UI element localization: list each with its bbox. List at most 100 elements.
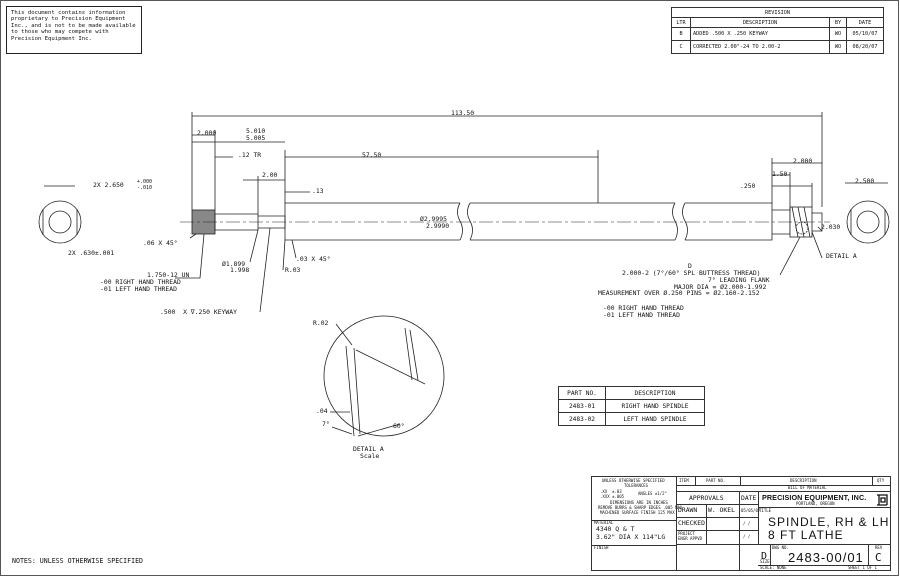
leader-2030 <box>817 226 823 232</box>
tb-material1: 4340 Q & T <box>596 525 635 533</box>
dim-dia1899-label: Ø1.899 <box>222 260 246 268</box>
tb-title2: 8 FT LATHE <box>768 528 844 542</box>
tb-dims-in: DIMENSIONS ARE IN INCHES <box>610 500 668 505</box>
tb-dwgno: 2483-00/01 <box>788 550 864 565</box>
tb-tol1: .XX ±.03 <box>600 489 622 494</box>
tb-finish-label: FINISH <box>594 545 609 550</box>
tb-engr: ENGR APPVD <box>678 536 703 541</box>
parts-row-desc: LEFT HAND SPINDLE <box>605 412 705 426</box>
leader-keyway <box>259 227 271 313</box>
leader-06 <box>189 233 197 239</box>
dim-200 <box>243 176 285 214</box>
tb-unless: UNLESS OTHERWISE SPECIFIED <box>602 478 665 483</box>
notice-line: proprietary to Precision Equipment <box>11 16 126 23</box>
dim-5010-label: 5.010 <box>246 127 266 135</box>
left-end-view-flat <box>42 209 78 235</box>
thread-left-rh: -00 RIGHT HAND THREAD <box>100 278 181 286</box>
tb-partno: PART NO. <box>706 478 726 483</box>
parts-row-no: 2483-01 <box>558 399 606 413</box>
detail-a-circle <box>323 315 445 437</box>
dim-2000-right-label: 2.000 <box>793 157 813 165</box>
tb-remove-burrs: REMOVE BURRS & SHARP EDGES .005 MAX <box>598 505 683 510</box>
tb-tol2: .XXX ±.005 <box>600 494 625 499</box>
dim-630-label: 2X .630±.001 <box>68 249 115 257</box>
tb-approvals: APPROVALS <box>689 494 724 502</box>
parts-row-desc: RIGHT HAND SPINDLE <box>605 399 705 413</box>
right-end-view-inner <box>856 210 880 234</box>
dim-overall <box>191 112 823 210</box>
detail-a-dim-angles <box>331 423 401 437</box>
dim-13-label: .13 <box>312 187 324 195</box>
tb-tolerances: TOLERANCES <box>624 483 649 488</box>
tb-checked-date: / / <box>743 521 751 526</box>
thread-right-flank: 7° LEADING FLANK <box>708 276 770 284</box>
right-end-stub <box>812 212 823 232</box>
tb-city: PORTLAND, OREGON <box>796 501 835 506</box>
detail-a-profile <box>345 327 426 437</box>
thread-right-callout-d: D <box>688 262 692 270</box>
dim-2500-label: 2.500 <box>855 177 875 185</box>
keyway-label: .500 X ∇.250 KEYWAY <box>160 308 237 316</box>
rev-date: 08/20/07 <box>846 40 884 54</box>
tb-sheet: SHEET 1 OF 1 <box>848 565 877 570</box>
break-lines-right <box>467 202 473 241</box>
tb-qty: QTY <box>877 478 885 483</box>
main-shaft-right <box>685 202 773 241</box>
detail-a-title: DETAIL A <box>353 445 384 453</box>
detail-7deg-label: 7° <box>322 420 330 428</box>
parts-header-desc: DESCRIPTION <box>605 386 705 400</box>
tb-drawn: DRAWN <box>678 506 698 514</box>
leader-r03 <box>282 239 286 271</box>
tb-size-label: SIZE <box>760 559 770 564</box>
tb-bom: BILL OF MATERIAL <box>788 485 827 490</box>
leader-detailA <box>811 231 823 259</box>
detail-r02-label: R.02 <box>313 319 329 327</box>
dim-overall-label: 113.50 <box>451 109 475 117</box>
dim-06-label: .06 X 45° <box>143 239 178 247</box>
dim-12tr-label: .12 TR <box>238 151 262 159</box>
dim-200-label: 2.00 <box>262 171 278 179</box>
rev-by: WO <box>829 40 847 54</box>
tb-description: DESCRIPTION <box>790 478 817 483</box>
leader-thread-left <box>175 233 205 279</box>
tb-title1: SPINDLE, RH & LH <box>768 515 890 529</box>
dim-r03-label: R.03 <box>285 266 301 274</box>
thread-right-major: MAJOR DIA = Ø2.000-1.992 <box>674 283 767 291</box>
dim-dia2999b-label: 2.9990 <box>426 222 450 230</box>
notes-label: NOTES: UNLESS OTHERWISE SPECIFIED <box>12 557 144 565</box>
dim-2030-label: 2.030 <box>821 223 841 231</box>
tb-scale: SCALE: NONE <box>760 565 787 570</box>
leader-dia1899 <box>249 229 259 263</box>
tb-size: D <box>761 551 768 562</box>
leader-ch03 <box>291 239 297 259</box>
dim-2650-tol-plus: +.000 <box>137 179 153 185</box>
leader-thread-right <box>779 236 801 276</box>
thread-right-spec: 2.000-2 (7°/60° SPL BUTTRESS THREAD) <box>622 269 761 277</box>
main-shaft-mid <box>470 202 675 241</box>
dim-2000-label: 2.000 <box>197 129 217 137</box>
title-block: UNLESS OTHERWISE SPECIFIED TOLERANCES .X… <box>591 476 891 571</box>
dim-ch03-label: .03 X 45° <box>296 255 331 263</box>
notice-line: Precision Equipment Inc. <box>11 35 92 42</box>
parts-row-no: 2483-02 <box>558 412 606 426</box>
right-end-view-flat <box>850 209 886 235</box>
break-mid-b <box>682 202 688 241</box>
tb-material2: 3.62" DIA X 114"LG <box>596 533 666 541</box>
tb-dwgno-label: DWG NO. <box>772 545 789 550</box>
tb-title-label: TITLE <box>759 508 772 513</box>
dim-2650-label: 2X 2.650 <box>93 181 124 189</box>
parts-table: PART NO. DESCRIPTION 2483-01 RIGHT HAND … <box>558 386 705 426</box>
tb-company: PRECISION EQUIPMENT, INC. <box>762 493 867 502</box>
break-mid-a <box>672 202 678 241</box>
notice-line: This document contains information <box>11 10 126 16</box>
dim-250-label: .250 <box>740 182 756 190</box>
tb-date-header: DATE <box>741 494 757 502</box>
break-lines-left <box>457 202 463 241</box>
tb-material-label: MATERIAL <box>594 520 614 525</box>
dim-dia1998-label: 1.998 <box>230 266 250 274</box>
detail-a-callout-label: DETAIL A <box>826 252 857 260</box>
dim-150-label: 1.50 <box>772 170 788 178</box>
right-end-view-outer <box>846 200 890 244</box>
dim-5005-label: 5.005 <box>246 134 266 142</box>
